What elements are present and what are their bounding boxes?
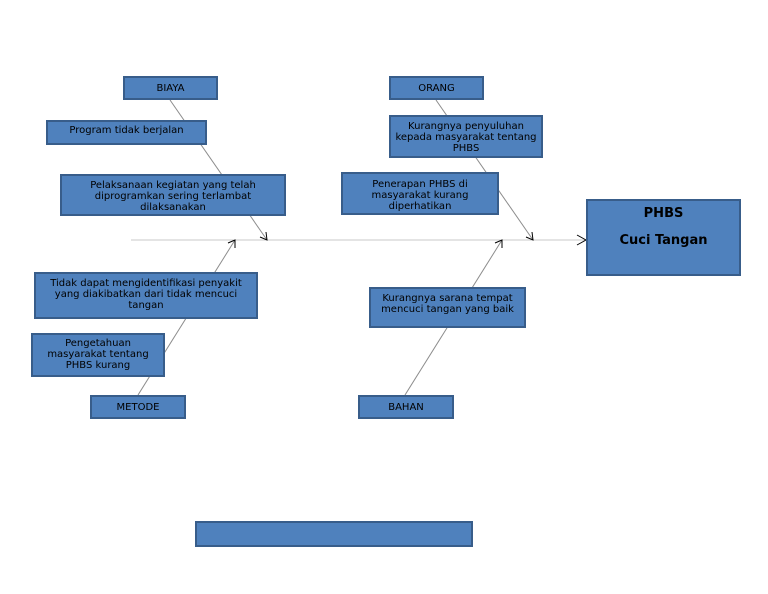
bone-biaya-arrowhead xyxy=(259,231,268,241)
effect-subtitle: Cuci Tangan xyxy=(619,233,708,248)
footer-bar xyxy=(195,521,473,547)
bone-metode-arrowhead xyxy=(227,239,236,248)
cause-metode-2: Pengetahuan masyarakat tentang PHBS kura… xyxy=(31,333,165,377)
effect-title: PHBS xyxy=(643,206,684,221)
cause-orang-2: Penerapan PHBS di masyarakat kurang dipe… xyxy=(341,172,499,215)
category-bahan: BAHAN xyxy=(358,395,454,419)
cause-metode-1: Tidak dapat mengidentifikasi penyakit ya… xyxy=(34,272,258,319)
category-biaya: BIAYA xyxy=(123,76,218,100)
category-orang: ORANG xyxy=(389,76,484,100)
cause-biaya-1: Program tidak berjalan xyxy=(46,120,207,145)
cause-bahan-1: Kurangnya sarana tempat mencuci tangan y… xyxy=(369,287,526,328)
category-metode: METODE xyxy=(90,395,186,419)
cause-orang-1: Kurangnya penyuluhan kepada masyarakat t… xyxy=(389,115,543,158)
bone-orang-arrowhead xyxy=(525,231,534,241)
cause-biaya-2: Pelaksanaan kegiatan yang telah diprogra… xyxy=(60,174,286,216)
effect-box: PHBS Cuci Tangan xyxy=(586,199,741,276)
bone-bahan-arrowhead xyxy=(494,239,503,248)
